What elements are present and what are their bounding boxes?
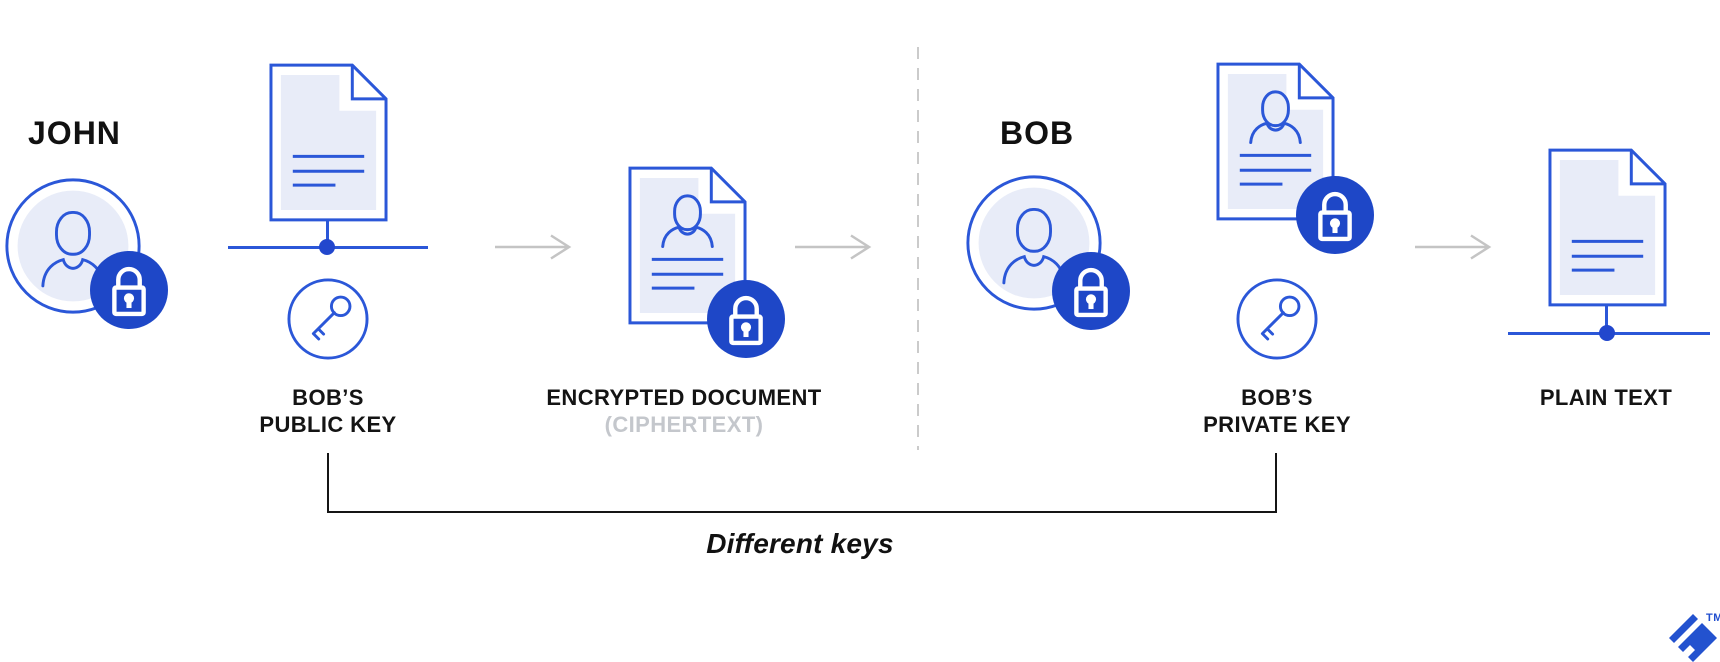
key-icon (1236, 278, 1318, 360)
different-keys-caption: Different keys (706, 528, 894, 559)
connector-dot (319, 239, 335, 255)
lock-badge-icon (1052, 252, 1130, 330)
trademark-label: TM (1706, 612, 1720, 624)
document-icon (268, 62, 389, 223)
sender-name: JOHN (28, 115, 121, 151)
plain-text-line1: PLAIN TEXT (1539, 385, 1673, 410)
arrow-right-icon (795, 232, 875, 262)
private-key-label: BOB’S PRIVATE KEY (1127, 384, 1427, 438)
ciphertext-line2: (CIPHERTEXT) (604, 412, 764, 437)
connector-line (1605, 305, 1608, 333)
public-key-line2: PUBLIC KEY (259, 412, 397, 437)
public-key-label: BOB’S PUBLIC KEY (178, 384, 478, 438)
lock-badge-icon (90, 251, 168, 329)
lock-badge-icon (1296, 176, 1374, 254)
arrow-right-icon (1415, 232, 1495, 262)
different-keys-bracket (327, 453, 1277, 513)
section-divider (917, 47, 919, 450)
plain-text-label: PLAIN TEXT (1456, 384, 1720, 411)
document-icon (1547, 147, 1668, 308)
connector-line (326, 220, 329, 248)
encrypted-document-line1: ENCRYPTED DOCUMENT (546, 385, 822, 410)
receiver-name: BOB (1000, 115, 1075, 151)
private-key-line2: PRIVATE KEY (1203, 412, 1351, 437)
arrow-right-icon (495, 232, 575, 262)
encrypted-document-label: ENCRYPTED DOCUMENT (CIPHERTEXT) (534, 384, 834, 438)
lock-badge-icon (707, 280, 785, 358)
connector-dot (1599, 325, 1615, 341)
key-icon (287, 278, 369, 360)
private-key-line1: BOB’S (1241, 385, 1313, 410)
public-key-line1: BOB’S (292, 385, 364, 410)
